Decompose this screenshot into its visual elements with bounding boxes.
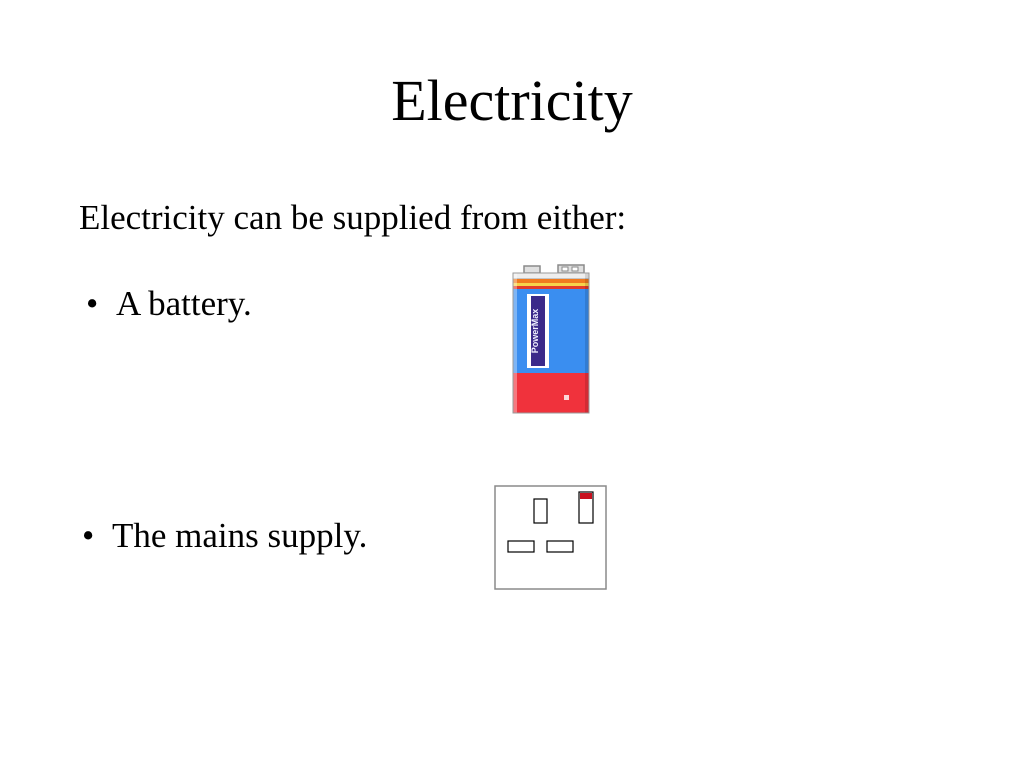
bullet-item-mains: • The mains supply. [82, 514, 367, 558]
slide-title: Electricity [391, 68, 633, 133]
wall-socket-icon [494, 485, 608, 591]
bullet-text: A battery. [116, 284, 252, 323]
bullet-marker: • [86, 284, 99, 323]
bullet-text: The mains supply. [112, 516, 368, 555]
intro-text: Electricity can be supplied from either: [79, 198, 627, 237]
battery-label: PowerMax [530, 309, 540, 354]
bullet-item-battery: • A battery. [86, 282, 252, 326]
battery-icon: PowerMax [510, 264, 592, 416]
bullet-marker: • [82, 516, 95, 555]
